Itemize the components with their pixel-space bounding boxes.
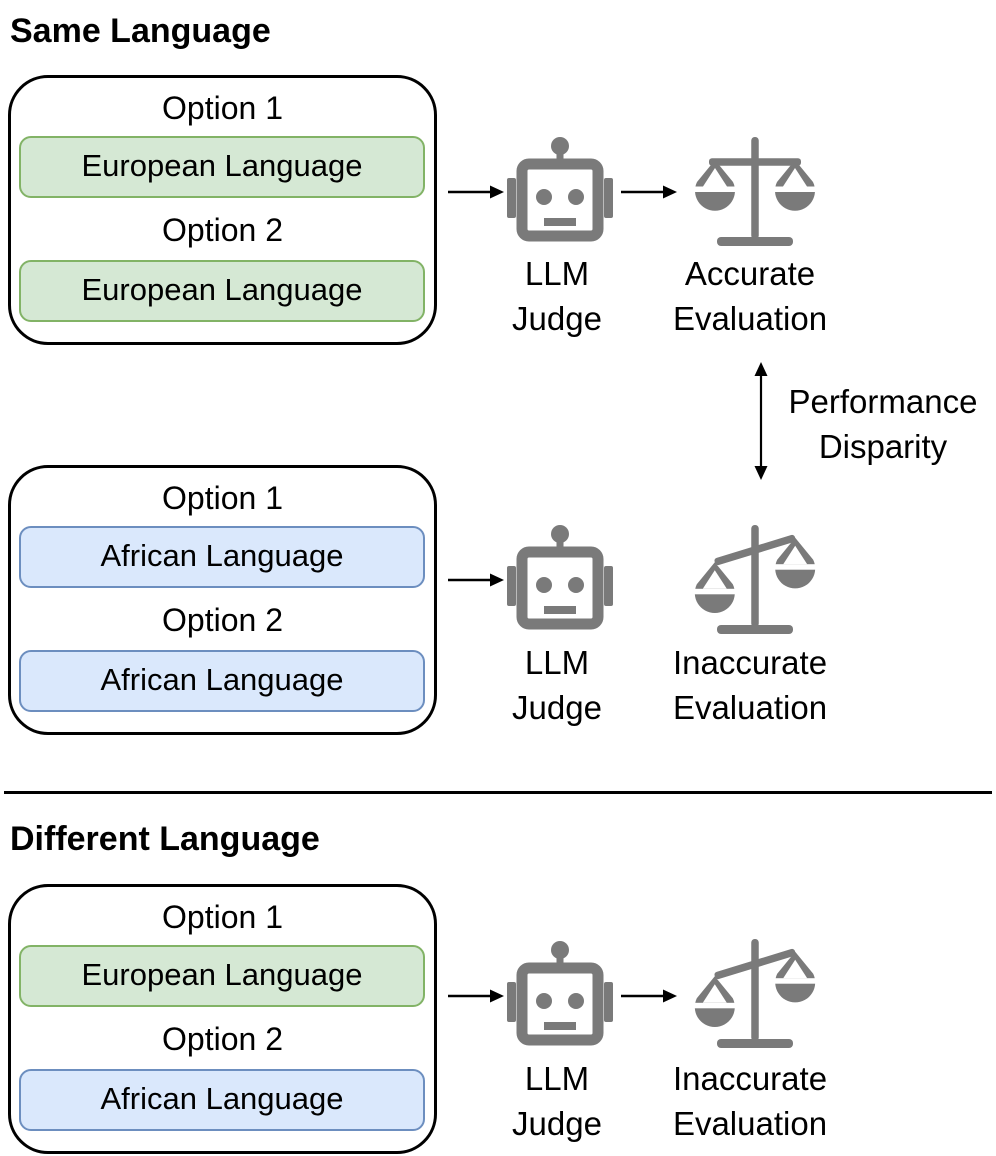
section-heading-different-language: Different Language xyxy=(10,820,320,858)
double-arrow-vertical-icon xyxy=(753,360,769,482)
arrow-right-icon xyxy=(619,988,679,1004)
evaluation-caption: Accurate Evaluation xyxy=(640,251,860,341)
language-box-option2: African Language xyxy=(19,650,425,712)
evaluation-line1: Inaccurate xyxy=(672,1060,828,1097)
tilted-scale-icon xyxy=(695,936,815,1054)
language-box-option1: European Language xyxy=(19,945,425,1007)
llm-judge-caption: LLM Judge xyxy=(467,251,647,341)
arrow-right-icon xyxy=(446,184,506,200)
option1-label: Option 1 xyxy=(162,899,283,935)
robot-icon xyxy=(507,524,613,637)
option2-label: Option 2 xyxy=(162,1021,283,1057)
robot-icon xyxy=(507,940,613,1053)
options-box-different: Option 1 European Language Option 2 Afri… xyxy=(8,884,437,1154)
robot-icon xyxy=(507,136,613,249)
language-box-option1: African Language xyxy=(19,526,425,588)
performance-disparity-line1: Performance xyxy=(788,383,978,420)
evaluation-line1: Inaccurate xyxy=(672,644,828,681)
evaluation-caption: Inaccurate Evaluation xyxy=(640,1056,860,1146)
language-box-option1: European Language xyxy=(19,136,425,198)
llm-judge-line2: Judge xyxy=(512,689,602,726)
evaluation-line2: Evaluation xyxy=(672,1105,828,1142)
option1-label: Option 1 xyxy=(162,480,283,516)
llm-judge-caption: LLM Judge xyxy=(467,1056,647,1146)
options-box-same-top: Option 1 European Language Option 2 Euro… xyxy=(8,75,437,345)
llm-judge-line1: LLM xyxy=(524,255,590,292)
llm-judge-line2: Judge xyxy=(512,1105,602,1142)
option1-label: Option 1 xyxy=(162,90,283,126)
evaluation-line2: Evaluation xyxy=(672,300,828,337)
evaluation-line1: Accurate xyxy=(684,255,816,292)
arrow-right-icon xyxy=(619,184,679,200)
llm-judge-line1: LLM xyxy=(524,1060,590,1097)
tilted-scale-icon xyxy=(695,522,815,640)
options-box-same-bottom: Option 1 African Language Option 2 Afric… xyxy=(8,465,437,735)
arrow-right-icon xyxy=(446,572,506,588)
performance-disparity-line2: Disparity xyxy=(818,428,948,465)
option2-label: Option 2 xyxy=(162,602,283,638)
language-box-option2: European Language xyxy=(19,260,425,322)
performance-disparity-label: Performance Disparity xyxy=(770,379,996,469)
section-heading-same-language: Same Language xyxy=(10,12,271,50)
section-divider xyxy=(4,791,992,794)
option2-label: Option 2 xyxy=(162,212,283,248)
evaluation-line2: Evaluation xyxy=(672,689,828,726)
evaluation-caption: Inaccurate Evaluation xyxy=(640,640,860,730)
llm-judge-line2: Judge xyxy=(512,300,602,337)
balanced-scale-icon xyxy=(695,134,815,252)
llm-judge-caption: LLM Judge xyxy=(467,640,647,730)
arrow-right-icon xyxy=(446,988,506,1004)
llm-judge-line1: LLM xyxy=(524,644,590,681)
language-box-option2: African Language xyxy=(19,1069,425,1131)
